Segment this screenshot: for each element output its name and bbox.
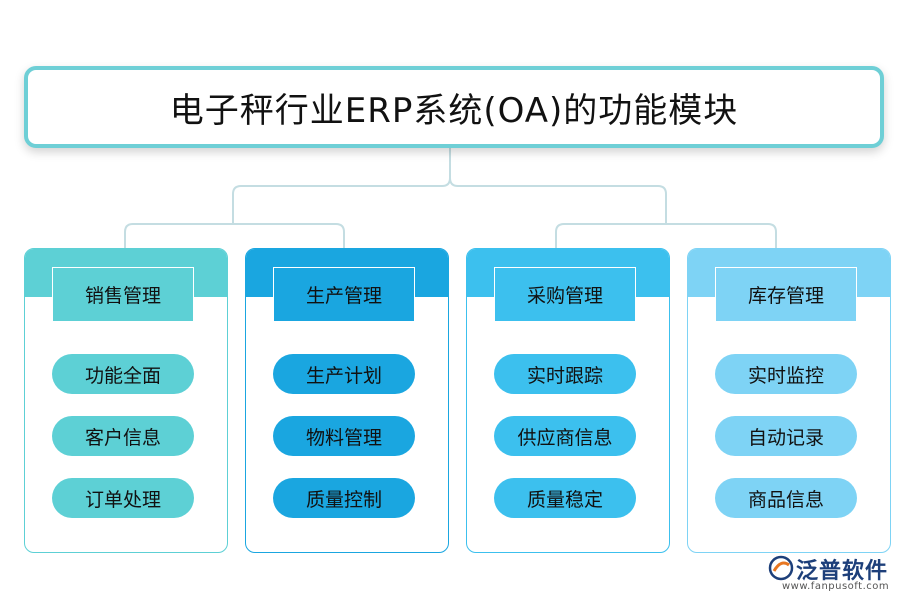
module-inventory: 库存管理 实时监控 自动记录 商品信息 [687, 248, 891, 553]
trunk-line [232, 148, 667, 224]
module-header: 采购管理 [494, 267, 636, 322]
module-item: 商品信息 [715, 478, 857, 518]
module-item: 生产计划 [273, 354, 415, 394]
logo-icon [768, 555, 794, 581]
module-item: 实时监控 [715, 354, 857, 394]
module-item: 订单处理 [52, 478, 194, 518]
module-item: 物料管理 [273, 416, 415, 456]
brand-logo: 泛普软件 www.fanpusoft.com [768, 553, 894, 597]
module-item: 客户信息 [52, 416, 194, 456]
title-box: 电子秤行业ERP系统(OA)的功能模块 [24, 66, 884, 148]
module-production: 生产管理 生产计划 物料管理 质量控制 [245, 248, 449, 553]
branch-left [124, 223, 345, 248]
module-item: 质量控制 [273, 478, 415, 518]
branch-right [555, 223, 777, 248]
module-purchasing: 采购管理 实时跟踪 供应商信息 质量稳定 [466, 248, 670, 553]
module-item: 供应商信息 [494, 416, 636, 456]
module-item: 功能全面 [52, 354, 194, 394]
module-header: 销售管理 [52, 267, 194, 322]
module-item: 自动记录 [715, 416, 857, 456]
diagram-title: 电子秤行业ERP系统(OA)的功能模块 [169, 90, 739, 131]
module-header: 生产管理 [273, 267, 415, 322]
module-item: 质量稳定 [494, 478, 636, 518]
module-sales: 销售管理 功能全面 客户信息 订单处理 [24, 248, 228, 553]
module-header: 库存管理 [715, 267, 857, 322]
logo-name: 泛普软件 [796, 559, 889, 584]
logo-url: www.fanpusoft.com [782, 581, 890, 592]
module-item: 实时跟踪 [494, 354, 636, 394]
